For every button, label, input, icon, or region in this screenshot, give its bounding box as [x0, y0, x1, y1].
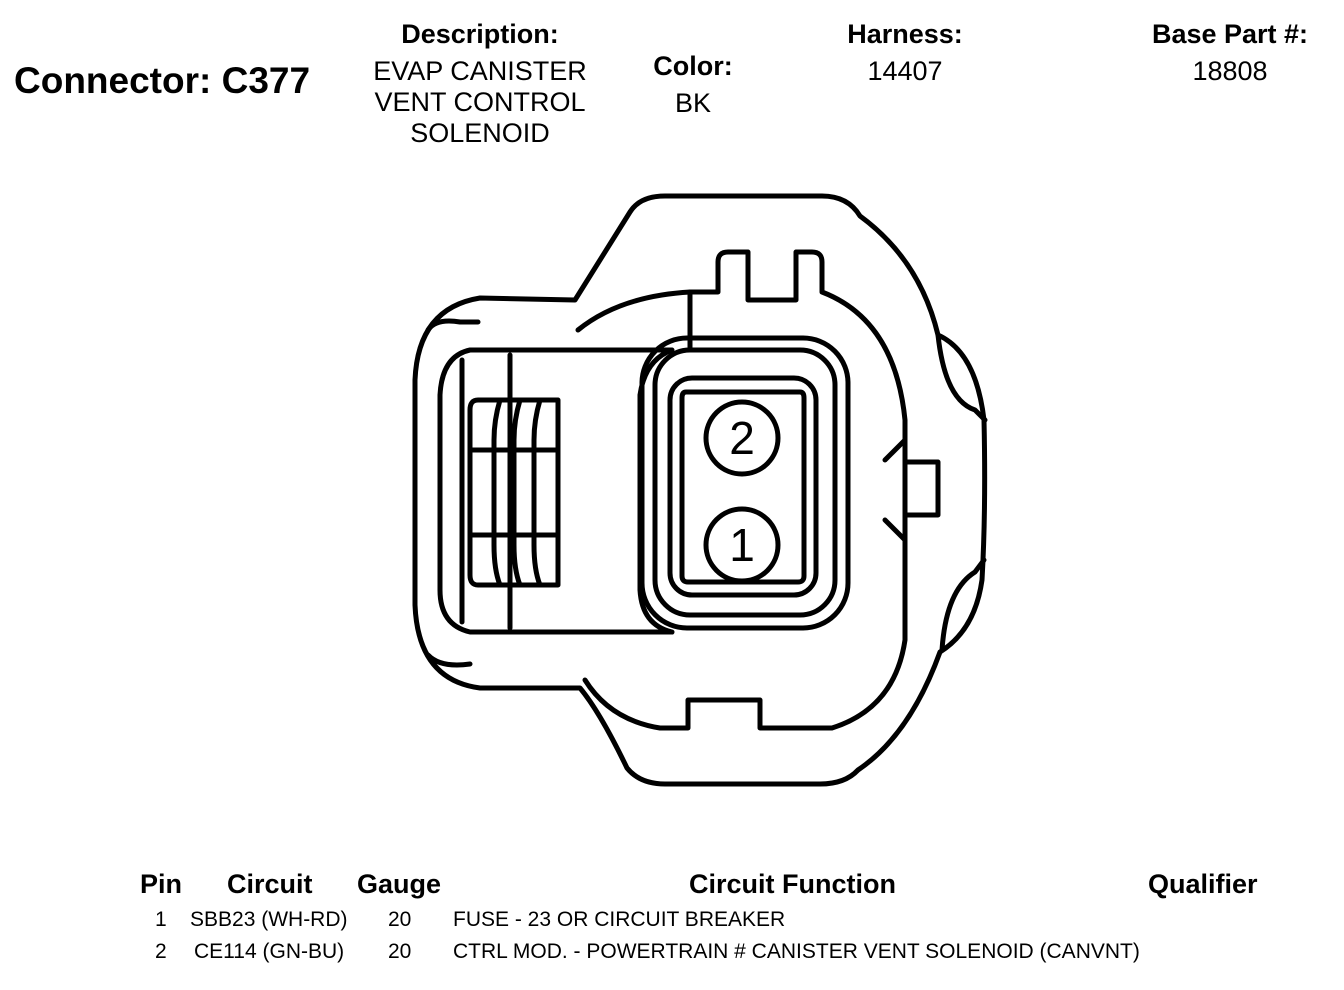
table-cell-pin: 1	[155, 908, 167, 931]
cavity-frame-inner	[667, 375, 819, 598]
table-cell-gauge: 20	[388, 908, 412, 931]
latch-ribs	[531, 397, 543, 588]
right-bump-outline	[939, 557, 987, 653]
description-line: SOLENOID	[410, 118, 550, 148]
housing-outline	[412, 193, 988, 787]
pin-cavity-circle	[703, 506, 781, 584]
table-cell-pin: 2	[155, 940, 167, 963]
description-label: Description:	[401, 19, 559, 49]
description-block: Description: EVAP CANISTER VENT CONTROL …	[350, 18, 610, 149]
column-header-circuit: Circuit	[227, 869, 313, 899]
harness-label: Harness:	[847, 19, 963, 49]
description-line: VENT CONTROL	[374, 87, 586, 117]
right-latch	[882, 437, 908, 543]
latch-ribs	[491, 397, 503, 588]
column-header-pin: Pin	[140, 869, 183, 899]
table-cell-circuit: CE114 (GN-BU)	[194, 940, 345, 963]
right-bump-outline	[935, 332, 988, 423]
harness-value: 14407	[867, 56, 943, 86]
pin-cavity-circle	[703, 399, 781, 477]
table-cell-function: CTRL MOD. - POWERTRAIN # CANISTER VENT S…	[453, 940, 1140, 963]
latch-ribs	[511, 397, 523, 588]
cavity-frame-mid	[652, 347, 838, 618]
base-part-label: Base Part #:	[1151, 19, 1309, 49]
description-line: EVAP CANISTER	[373, 56, 587, 86]
base-part-value: 18808	[1192, 56, 1268, 86]
table-cell-gauge: 20	[388, 940, 412, 963]
base-part-block: Base Part #: 18808	[1125, 18, 1335, 87]
left-lock-arm	[425, 318, 481, 668]
latch-ribs	[467, 447, 561, 538]
column-header-circuit-function: Circuit Function	[689, 869, 896, 899]
connector-title: Connector: C377	[14, 60, 311, 101]
column-header-gauge: Gauge	[357, 869, 442, 899]
harness-block: Harness: 14407	[810, 18, 1000, 87]
cavity-frame-outer	[639, 335, 851, 631]
inner-shroud	[575, 249, 908, 731]
color-block: Color: BK	[630, 50, 756, 119]
right-latch	[902, 437, 941, 543]
left-lock-arm	[437, 347, 675, 635]
color-label: Color:	[653, 51, 733, 81]
color-value: BK	[674, 88, 712, 118]
pin-number-label: 1	[729, 519, 755, 571]
table-cell-function: FUSE - 23 OR CIRCUIT BREAKER	[453, 908, 786, 931]
table-cell-circuit: SBB23 (WH-RD)	[190, 908, 348, 931]
column-header-qualifier: Qualifier	[1148, 869, 1258, 899]
pin-number-label: 2	[729, 412, 755, 464]
cavity-frame-inner	[679, 389, 807, 585]
latch-ribs	[467, 397, 561, 588]
